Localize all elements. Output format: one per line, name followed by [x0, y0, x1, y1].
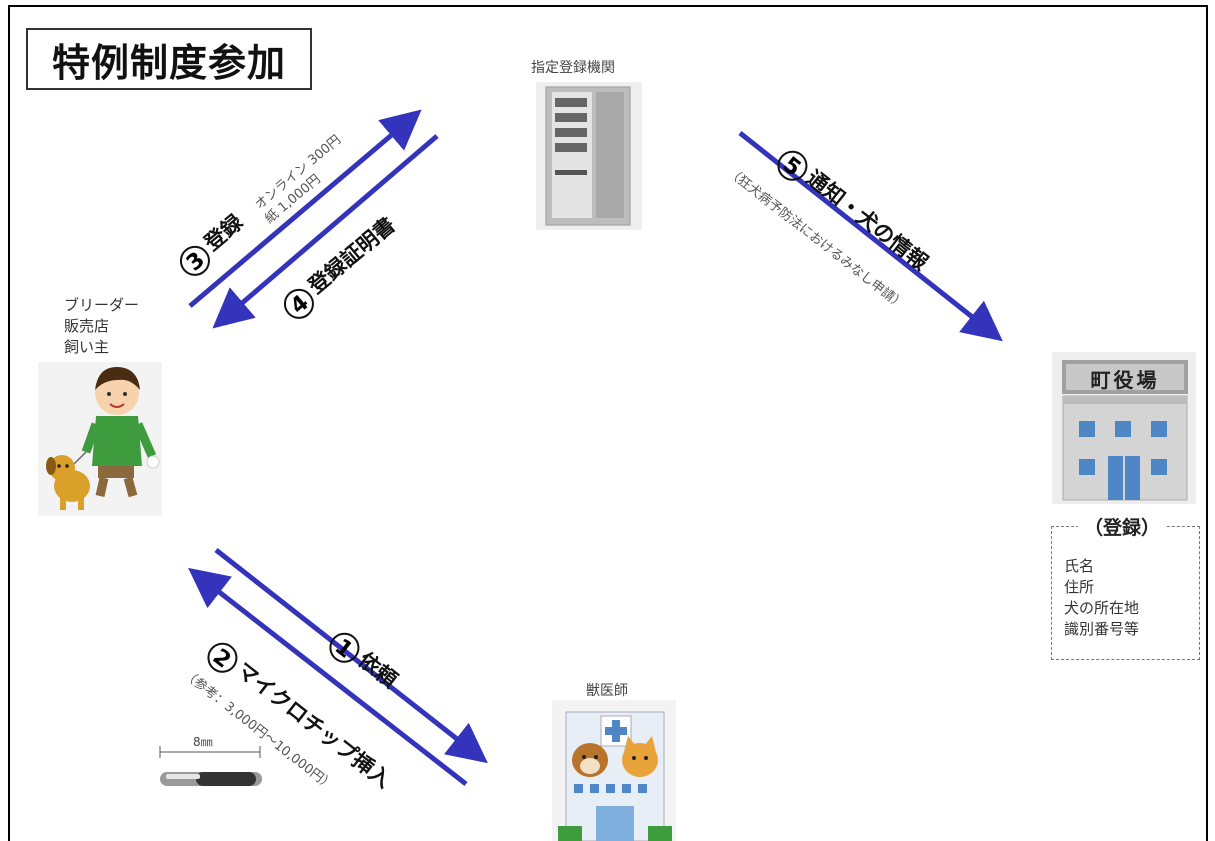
owner-labels: ブリーダー 販売店 飼い主 — [64, 295, 139, 358]
arrow-step2 — [188, 567, 468, 786]
registration-items: 氏名 住所 犬の所在地 識別番号等 — [1064, 556, 1139, 640]
arrow-step4 — [212, 134, 439, 329]
registration-title: （登録） — [1078, 513, 1167, 540]
diagram-frame — [8, 5, 1208, 841]
chip-size-label: 8㎜ — [193, 735, 213, 749]
microchip-icon — [159, 746, 262, 786]
arrow-step1 — [214, 548, 488, 764]
owner-label-shop: 販売店 — [64, 317, 110, 335]
registration-item-address: 住所 — [1064, 578, 1095, 596]
diagram-title: 特例制度参加 — [26, 28, 312, 90]
registration-item-id-number: 識別番号等 — [1064, 620, 1140, 638]
server-icon — [536, 82, 642, 230]
registration-item-dog-location: 犬の所在地 — [1064, 599, 1140, 617]
arrow-step3 — [188, 109, 422, 308]
owner-label-breeder: ブリーダー — [64, 296, 140, 314]
owner-label-keeper: 飼い主 — [64, 338, 110, 356]
vet-label: 獣医師 — [586, 683, 628, 699]
registry-label: 指定登録機関 — [531, 60, 615, 76]
animal-hospital-icon — [552, 700, 676, 841]
town-hall-icon — [1052, 352, 1196, 504]
town-hall-sign: 町役場 — [1090, 368, 1160, 392]
owner-with-dog-icon — [38, 362, 162, 516]
registration-item-name: 氏名 — [1064, 557, 1095, 575]
arrow-step5 — [738, 131, 1003, 342]
